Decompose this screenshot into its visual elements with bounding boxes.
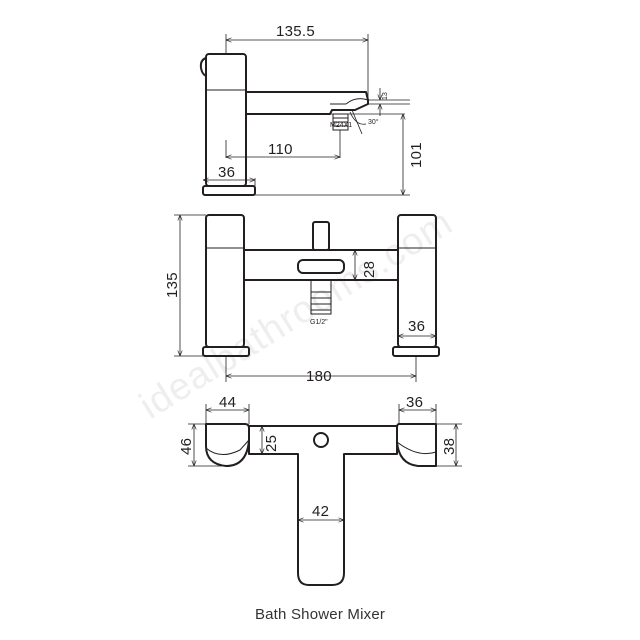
- dim-plan-right-depth: 38: [441, 438, 458, 455]
- dim-plan-left-width: 44: [219, 394, 236, 411]
- side-base-plate: [202, 185, 256, 196]
- plan-right-handle: [396, 423, 437, 467]
- dim-centres: 180: [306, 368, 332, 385]
- dim-overall-depth: 135.5: [276, 23, 315, 40]
- front-view: G1/2" 135 180 28 36: [164, 214, 440, 385]
- plan-bridge: [248, 425, 398, 586]
- side-spout: [245, 91, 369, 115]
- label-connection: G1/2": [310, 319, 328, 326]
- dim-plan-spout-width: 42: [312, 503, 329, 520]
- drawing-caption: Bath Shower Mixer: [254, 606, 386, 623]
- dim-outlet: 13: [382, 92, 389, 100]
- dim-front-height: 135: [164, 272, 181, 298]
- dim-front-handle: 36: [408, 318, 425, 335]
- dim-plan-left-depth: 46: [178, 438, 195, 455]
- dim-plan-inner-depth: 25: [263, 435, 280, 452]
- side-view: 135.5 110 36 101 13 M24X1 30°: [199, 23, 425, 196]
- plan-diverter: [313, 432, 329, 448]
- plan-view: 44 36 46 25 38 42: [178, 394, 462, 586]
- dim-plan-right-width: 36: [406, 394, 423, 411]
- dim-body-height: 28: [361, 261, 378, 278]
- dim-spout-reach: 110: [268, 141, 293, 158]
- plan-left-handle: [205, 423, 250, 467]
- label-thread: M24X1: [330, 122, 352, 129]
- label-angle: 30°: [368, 118, 379, 126]
- dim-side-height: 101: [408, 142, 425, 168]
- dim-side-base: 36: [218, 164, 235, 181]
- front-diverter: [312, 221, 330, 251]
